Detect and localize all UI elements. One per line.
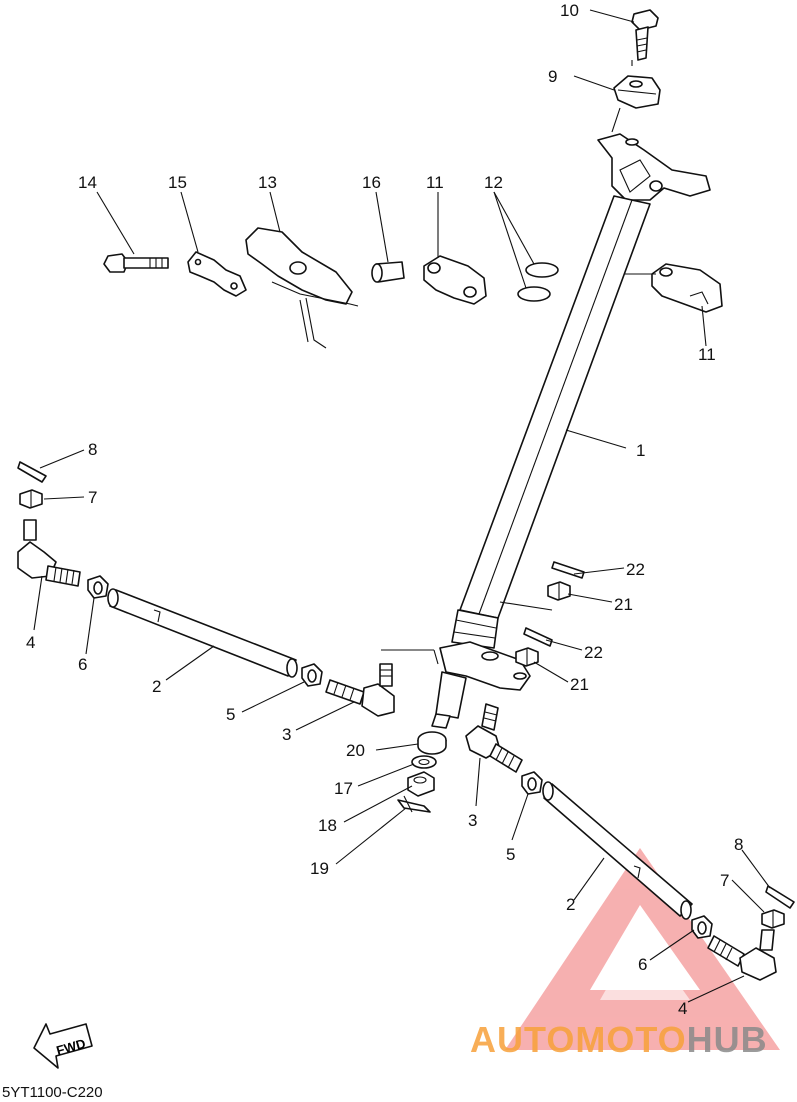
part-10-bolt <box>631 9 659 61</box>
callout-17: 17 <box>334 779 353 798</box>
part-14-bolt <box>103 253 169 273</box>
callout-5-left: 5 <box>226 705 235 724</box>
part-3-tie-rod-end-center-right <box>465 703 523 773</box>
part-8-cotter-pin-right <box>765 885 795 909</box>
part-7-nut-right <box>761 909 785 929</box>
part-2-tie-rod-right <box>542 781 693 920</box>
callout-20: 20 <box>346 741 365 760</box>
callout-labels: 10 9 14 15 13 16 11 12 11 1 8 7 4 6 2 5 … <box>26 1 743 1018</box>
reference-code: 5YT1100-C220 <box>2 1084 103 1101</box>
callout-22-lower: 22 <box>584 643 603 662</box>
fwd-arrow: FWD <box>33 1023 93 1069</box>
callout-3-right: 3 <box>468 811 477 830</box>
part-5-nut-left <box>301 663 323 687</box>
part-4-tie-rod-end-right <box>707 929 777 981</box>
part-21-nut-upper <box>547 581 571 601</box>
part-18-nut <box>407 771 435 797</box>
part-22-cotter-pin-lower <box>523 627 553 647</box>
part-8-cotter-pin-left <box>17 461 47 483</box>
callout-14: 14 <box>78 173 97 192</box>
part-6-nut-left <box>87 575 109 599</box>
part-19-cotter-pin <box>397 795 431 813</box>
callout-2-left: 2 <box>152 677 161 696</box>
callout-21-lower: 21 <box>570 675 589 694</box>
part-11-clamp-lower <box>651 263 723 313</box>
callout-10: 10 <box>560 1 579 20</box>
callout-5-right: 5 <box>506 845 515 864</box>
callout-7-left: 7 <box>88 488 97 507</box>
callout-6-left: 6 <box>78 655 87 674</box>
part-7-nut-left <box>19 489 43 509</box>
callout-2-right: 2 <box>566 895 575 914</box>
callout-8-left: 8 <box>88 440 97 459</box>
callout-8-right: 8 <box>734 835 743 854</box>
part-21-nut-lower <box>515 647 539 667</box>
callout-11-lower: 11 <box>698 345 716 364</box>
watermark-brand-part1: AUTOMOTO <box>470 1019 687 1060</box>
callout-3-left: 3 <box>282 725 291 744</box>
part-6-nut-right <box>691 915 713 939</box>
callout-6-right: 6 <box>638 955 647 974</box>
leader-lines <box>33 9 771 1003</box>
part-15-plate <box>187 251 247 297</box>
part-3-tie-rod-end-center-left <box>325 663 395 717</box>
callout-18: 18 <box>318 816 337 835</box>
part-4-tie-rod-end-left <box>17 519 81 587</box>
watermark-brand: AUTOMOTOHUB <box>470 1019 768 1060</box>
part-16-collar <box>371 261 405 283</box>
callout-16: 16 <box>362 173 381 192</box>
part-11-clamp-upper <box>423 255 487 305</box>
part-9-clamp <box>613 75 661 109</box>
part-5-nut-right <box>521 771 543 795</box>
callout-19: 19 <box>310 859 329 878</box>
callout-7-right: 7 <box>720 871 729 890</box>
callout-11-upper: 11 <box>426 173 444 192</box>
callout-21-upper: 21 <box>614 595 633 614</box>
callout-9: 9 <box>548 67 557 86</box>
watermark-logo <box>505 848 780 1050</box>
part-13-bracket <box>245 227 359 349</box>
callout-12: 12 <box>484 173 503 192</box>
callout-13: 13 <box>258 173 277 192</box>
callout-15: 15 <box>168 173 187 192</box>
watermark-brand-part2: HUB <box>687 1019 768 1060</box>
part-1-steering-column <box>431 133 711 729</box>
part-22-cotter-pin-upper <box>551 561 585 579</box>
part-2-tie-rod-left <box>107 588 298 678</box>
callout-22-upper: 22 <box>626 560 645 579</box>
callout-4-right: 4 <box>678 999 687 1018</box>
part-20-washer <box>417 731 447 755</box>
part-12-clips <box>517 262 559 302</box>
callout-1: 1 <box>636 441 645 460</box>
part-17-washer <box>411 755 437 769</box>
callout-4-left: 4 <box>26 633 35 652</box>
